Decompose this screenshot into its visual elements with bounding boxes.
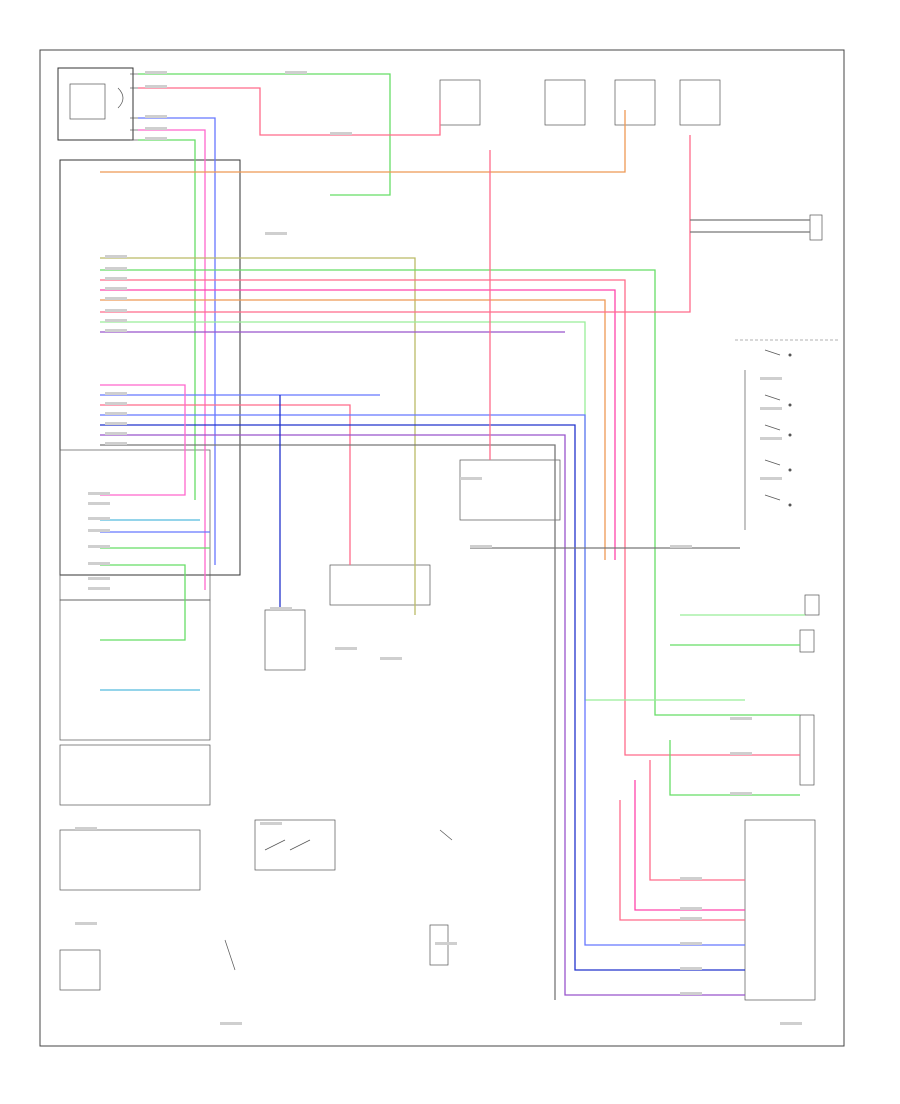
wire-19 [100, 434, 745, 996]
annotation-mark [680, 877, 702, 880]
annotation-mark [105, 319, 127, 322]
label-group [75, 71, 802, 1025]
annotation-mark [88, 529, 110, 532]
annotation-mark [88, 492, 110, 495]
annotation-mark [105, 287, 127, 290]
annotation-mark [760, 477, 782, 480]
wire-28 [649, 760, 745, 881]
annotation-mark [105, 267, 127, 270]
annotation-mark [105, 442, 127, 445]
wire-11 [100, 299, 606, 560]
annotation-mark [730, 717, 752, 720]
annotation-mark [88, 545, 110, 548]
annotation-mark [105, 422, 127, 425]
annotation-mark [105, 412, 127, 415]
annotation-mark [730, 752, 752, 755]
wire-10 [100, 289, 616, 560]
wire-2 [138, 87, 441, 136]
annotation-mark [105, 255, 127, 258]
top-relay-row [439, 79, 721, 126]
annotation-mark [145, 115, 167, 118]
annotation-mark [435, 942, 457, 945]
annotation-mark [145, 71, 167, 74]
wire-5 [138, 139, 196, 500]
annotation-mark [460, 477, 482, 480]
annotation-mark [105, 277, 127, 280]
wire-group [100, 73, 810, 1000]
annotation-mark [780, 1022, 802, 1025]
annotation-mark [105, 309, 127, 312]
annotation-mark [75, 827, 97, 830]
cruise-control-switch-component [735, 339, 840, 530]
annotation-mark [265, 232, 287, 235]
annotation-mark [105, 432, 127, 435]
wire-18 [100, 424, 745, 971]
annotation-mark [145, 85, 167, 88]
annotation-mark [75, 922, 97, 925]
wire-6 [100, 110, 626, 173]
annotation-mark [105, 392, 127, 395]
wire-30 [619, 800, 745, 921]
annotation-mark [680, 917, 702, 920]
wire-9 [100, 279, 800, 756]
annotation-mark [670, 545, 692, 548]
annotation-mark [680, 907, 702, 910]
annotation-mark [330, 132, 352, 135]
cruise-control-ecu-component [59, 449, 211, 601]
annotation-mark [380, 657, 402, 660]
annotation-mark [145, 127, 167, 130]
wire-17 [100, 414, 745, 946]
annotation-mark [680, 967, 702, 970]
annotation-mark [335, 647, 357, 650]
bottom-left-components [59, 819, 453, 991]
annotation-mark [260, 822, 282, 825]
annotation-mark [760, 407, 782, 410]
annotation-mark [285, 71, 307, 74]
instrument-cluster-component [59, 159, 241, 576]
diagram-border [39, 49, 845, 1047]
annotation-mark [470, 545, 492, 548]
data-link-connector-boxes [59, 599, 211, 806]
wire-26 [100, 564, 186, 641]
vehicle-speed-sensor-component [57, 67, 138, 141]
annotation-mark [220, 1022, 242, 1025]
annotation-mark [145, 137, 167, 140]
wire-22 [100, 384, 186, 496]
wire-8 [100, 269, 800, 716]
wire-12 [100, 135, 691, 313]
wire-29 [634, 780, 745, 911]
wire-20 [100, 444, 556, 1000]
right-connector-group [744, 214, 823, 1001]
wire-3 [138, 117, 216, 565]
wire-13 [100, 321, 745, 701]
annotation-mark [680, 942, 702, 945]
annotation-mark [105, 329, 127, 332]
annotation-mark [88, 517, 110, 520]
annotation-mark [88, 502, 110, 505]
annotation-mark [730, 792, 752, 795]
annotation-mark [105, 297, 127, 300]
wire-33 [669, 740, 800, 796]
wire-7 [100, 257, 416, 615]
annotation-mark [760, 377, 782, 380]
annotation-mark [88, 577, 110, 580]
annotation-mark [270, 607, 292, 610]
annotation-mark [105, 402, 127, 405]
annotation-mark [88, 562, 110, 565]
annotation-mark [760, 437, 782, 440]
mid-components [264, 459, 561, 671]
wire-16 [100, 404, 351, 565]
annotation-mark [88, 587, 110, 590]
annotation-mark [680, 992, 702, 995]
